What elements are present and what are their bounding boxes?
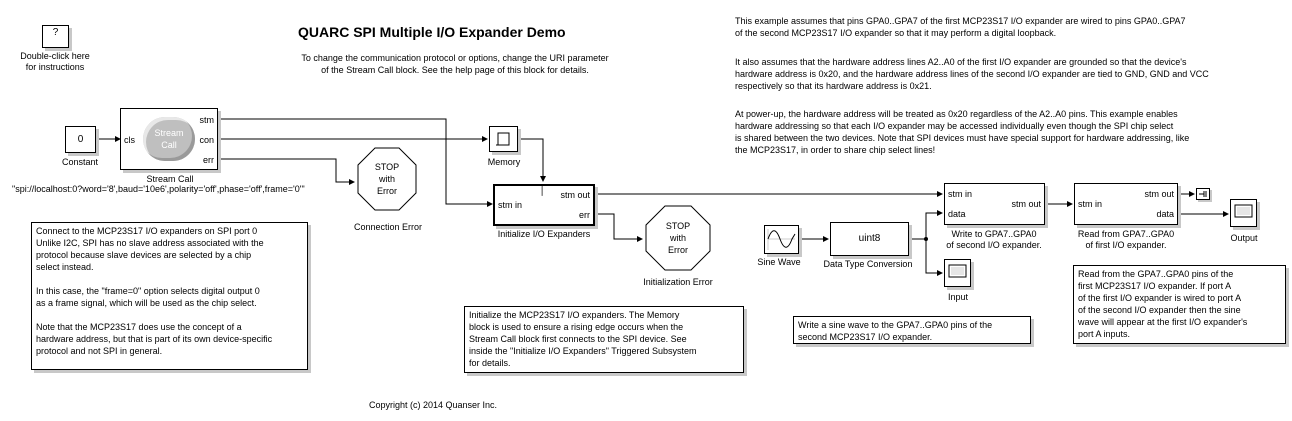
- input-scope-label: Input: [947, 292, 969, 302]
- subtitle-text: To change the communication protocol or …: [301, 53, 609, 75]
- terminator-block[interactable]: [1196, 188, 1210, 200]
- stream-call-icon: [143, 117, 195, 161]
- scope-icon: [1234, 204, 1253, 218]
- help-button[interactable]: ?: [42, 25, 69, 48]
- port-stm-in: stm in: [498, 200, 523, 210]
- wire-init-err-to-stop: [595, 213, 643, 242]
- port-data: data: [1156, 209, 1174, 219]
- port-stm: stm: [199, 115, 215, 125]
- terminator-icon: [1199, 191, 1207, 197]
- constant-value: 0: [77, 134, 84, 145]
- help-icon: ?: [52, 27, 59, 38]
- input-scope-block[interactable]: [944, 259, 971, 287]
- note-initialize: Initialize the MCP23S17 I/O expanders. T…: [464, 306, 744, 373]
- sine-wave-label: Sine Wave: [757, 257, 801, 267]
- trigger-icon: ⌠: [539, 185, 546, 196]
- memory-icon: [496, 132, 510, 146]
- initialize-expanders-block[interactable]: ⌠ stm in stm out err: [493, 184, 595, 226]
- output-scope-label: Output: [1230, 233, 1258, 243]
- port-data: data: [948, 209, 966, 219]
- memory-block[interactable]: [489, 126, 518, 152]
- description-paragraph-2: It also assumes that the hardware addres…: [735, 57, 1209, 91]
- scope-icon: [948, 264, 967, 278]
- wire-dtc-to-input: [925, 239, 943, 276]
- port-con: con: [199, 135, 214, 145]
- initialization-error-label: Initialization Error: [643, 277, 713, 287]
- port-cls: cls: [124, 135, 135, 145]
- wire-dtc-to-write: [909, 210, 943, 240]
- port-stm-in: stm in: [1078, 199, 1103, 209]
- output-scope-block[interactable]: [1230, 199, 1257, 227]
- port-err: err: [203, 155, 214, 165]
- stream-call-block[interactable]: cls Stream Call stm con err: [120, 108, 218, 170]
- copyright-text: Copyright (c) 2014 Quanser Inc.: [369, 400, 498, 410]
- stop-text: STOP with Error: [665, 221, 691, 255]
- write-gpa-block[interactable]: stm in data stm out: [944, 183, 1045, 225]
- stream-call-label: Stream Call: [146, 174, 194, 184]
- stream-call-icon-text: Stream Call: [154, 128, 184, 150]
- dtc-text: uint8: [858, 233, 881, 244]
- stop-text: STOP with Error: [374, 162, 400, 196]
- constant-label: Constant: [61, 157, 99, 167]
- page-title: QUARC SPI Multiple I/O Expander Demo: [298, 24, 566, 40]
- note-sine-wave: Write a sine wave to the GPA7..GPA0 pins…: [793, 316, 1031, 344]
- wire-stm-to-init: [218, 118, 493, 207]
- stop-initialization-error-block[interactable]: STOP with Error: [645, 205, 711, 271]
- note-read: Read from the GPA7..GPA0 pins of the fir…: [1073, 265, 1286, 344]
- port-stm-in: stm in: [948, 189, 973, 199]
- sine-wave-block[interactable]: [764, 225, 799, 254]
- read-gpa-label: Read from GPA7..GPA0 of first I/O expand…: [1077, 229, 1175, 250]
- stop-octagon-icon: [357, 147, 417, 211]
- stop-connection-error-block[interactable]: STOP with Error: [357, 147, 417, 211]
- port-err: err: [579, 210, 590, 220]
- data-type-conversion-label: Data Type Conversion: [823, 259, 913, 269]
- port-stm-out: stm out: [560, 190, 590, 200]
- connection-error-label: Connection Error: [353, 222, 423, 232]
- branch-point: [924, 237, 928, 241]
- sine-wave-icon: [767, 229, 796, 250]
- port-stm-out: stm out: [1144, 189, 1174, 199]
- stream-call-uri: "spi://localhost:0?word='8',baud='10e6',…: [12, 184, 305, 194]
- description-paragraph-1: This example assumes that pins GPA0..GPA…: [735, 16, 1186, 38]
- read-gpa-block[interactable]: stm in stm out data: [1074, 183, 1178, 225]
- wire-err-to-stop: [218, 158, 355, 185]
- constant-block[interactable]: 0: [65, 126, 96, 153]
- memory-label: Memory: [487, 157, 521, 167]
- initialize-expanders-label: Initialize I/O Expanders: [497, 229, 591, 239]
- write-gpa-label: Write to GPA7..GPA0 of second I/O expand…: [946, 229, 1042, 250]
- stop-octagon-icon: [645, 205, 711, 271]
- port-stm-out: stm out: [1011, 199, 1041, 209]
- data-type-conversion-block[interactable]: uint8: [830, 222, 909, 256]
- description-paragraph-3: At power-up, the hardware address will b…: [735, 109, 1190, 155]
- note-spi-port: Connect to the MCP23S17 I/O expanders on…: [31, 222, 308, 370]
- help-label: Double-click here for instructions: [20, 51, 90, 72]
- wire-memory-to-trigger: [518, 138, 546, 182]
